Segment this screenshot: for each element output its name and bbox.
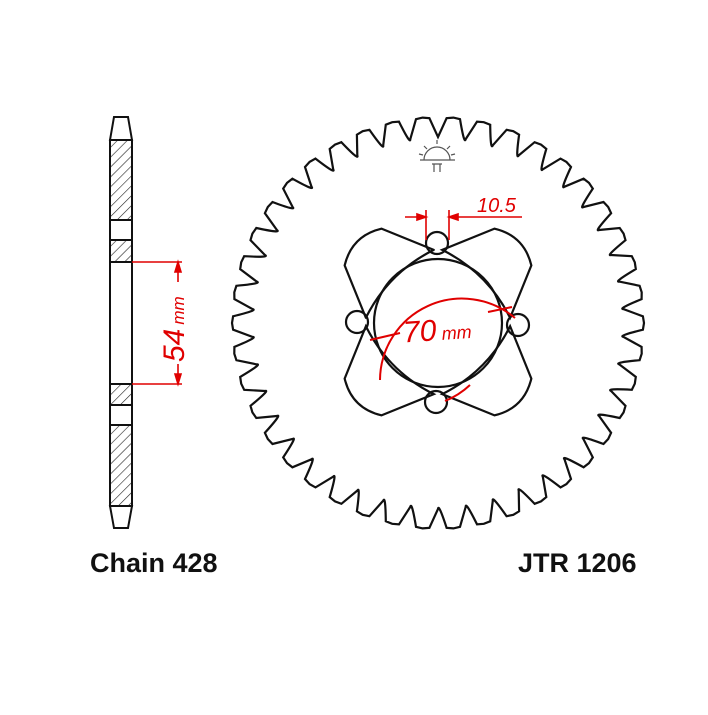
hub-width-label: 54mm	[158, 296, 191, 362]
bolt-holes	[344, 230, 531, 415]
sprocket-windows	[343, 227, 533, 417]
hub-width-dimension	[132, 259, 183, 387]
sprocket-side-view	[108, 116, 134, 529]
bolt-hole-label: 10.5	[477, 195, 517, 217]
bolt-circle-dimension	[369, 297, 516, 402]
chain-label: Chain 428	[90, 548, 218, 578]
center-bore	[372, 257, 504, 389]
sun-logo	[418, 140, 456, 172]
bolt-hole-dimension	[405, 210, 522, 240]
part-number: JTR 1206	[518, 548, 637, 578]
sprocket-outline	[230, 116, 646, 530]
